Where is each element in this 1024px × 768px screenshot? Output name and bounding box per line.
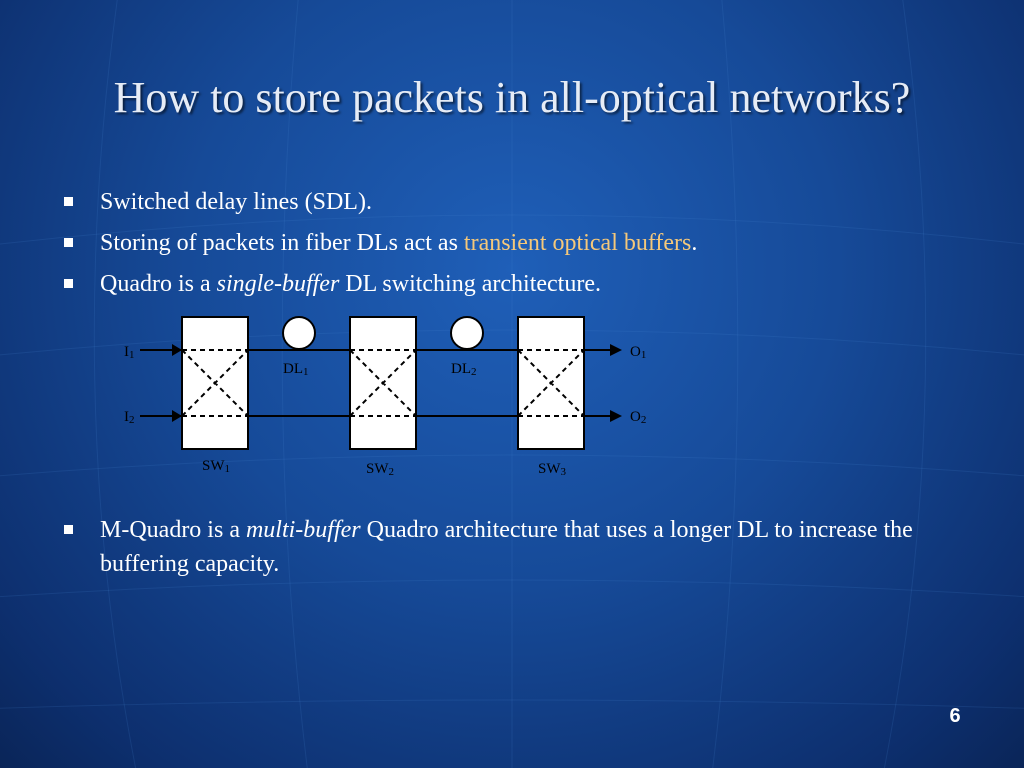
bullet-text-end: . xyxy=(691,230,698,256)
square-bullet-icon xyxy=(64,197,73,206)
input-arrow-icon xyxy=(172,344,182,356)
input-label-1: I1 xyxy=(124,344,135,361)
delay-line-label-2: DL2 xyxy=(451,361,477,378)
page-number: 6 xyxy=(949,705,961,727)
italic-text: single-buffer xyxy=(216,271,340,297)
output-arrow-icon xyxy=(610,410,622,422)
delay-line-circle-1 xyxy=(282,316,316,350)
bullet-text: Quadro is a xyxy=(100,271,217,297)
output-label-1: O1 xyxy=(630,344,646,361)
square-bullet-icon xyxy=(64,525,73,534)
square-bullet-icon xyxy=(64,279,73,288)
bullet-list: Switched delay lines (SDL). Storing of p… xyxy=(62,185,962,308)
switch-label-3: SW3 xyxy=(538,461,567,478)
output-label-2: O2 xyxy=(630,409,646,426)
bullet-item-sdl: Switched delay lines (SDL). xyxy=(62,185,962,219)
delay-line-label-1: DL1 xyxy=(283,361,309,378)
output-arrow-icon xyxy=(610,344,622,356)
bullet-text-end: Quadro architecture that uses a longer D… xyxy=(100,517,913,577)
switch-label-2: SW2 xyxy=(366,461,394,478)
bullet-item-m-quadro: M-Quadro is a multi-buffer Quadro archit… xyxy=(62,513,942,581)
bullet-text: M-Quadro is a xyxy=(100,517,246,543)
slide-title: How to store packets in all-optical netw… xyxy=(113,73,911,122)
italic-text: multi-buffer xyxy=(245,517,361,543)
bullet-list-lower: M-Quadro is a multi-buffer Quadro archit… xyxy=(62,513,942,588)
switch-label-1: SW1 xyxy=(202,458,230,475)
bullet-text-end: DL switching architecture. xyxy=(339,271,601,297)
bullet-text: Storing of packets in fiber DLs act as xyxy=(100,230,464,256)
bullet-text: Switched delay lines (SDL). xyxy=(100,189,372,215)
input-label-2: I2 xyxy=(124,409,135,426)
bullet-item-storing: Storing of packets in fiber DLs act as t… xyxy=(62,226,962,260)
highlighted-text: transient optical buffers xyxy=(463,230,692,256)
square-bullet-icon xyxy=(64,238,73,247)
delay-line-circle-2 xyxy=(450,316,484,350)
bullet-item-quadro: Quadro is a single-buffer DL switching a… xyxy=(62,267,962,301)
input-arrow-icon xyxy=(172,410,182,422)
